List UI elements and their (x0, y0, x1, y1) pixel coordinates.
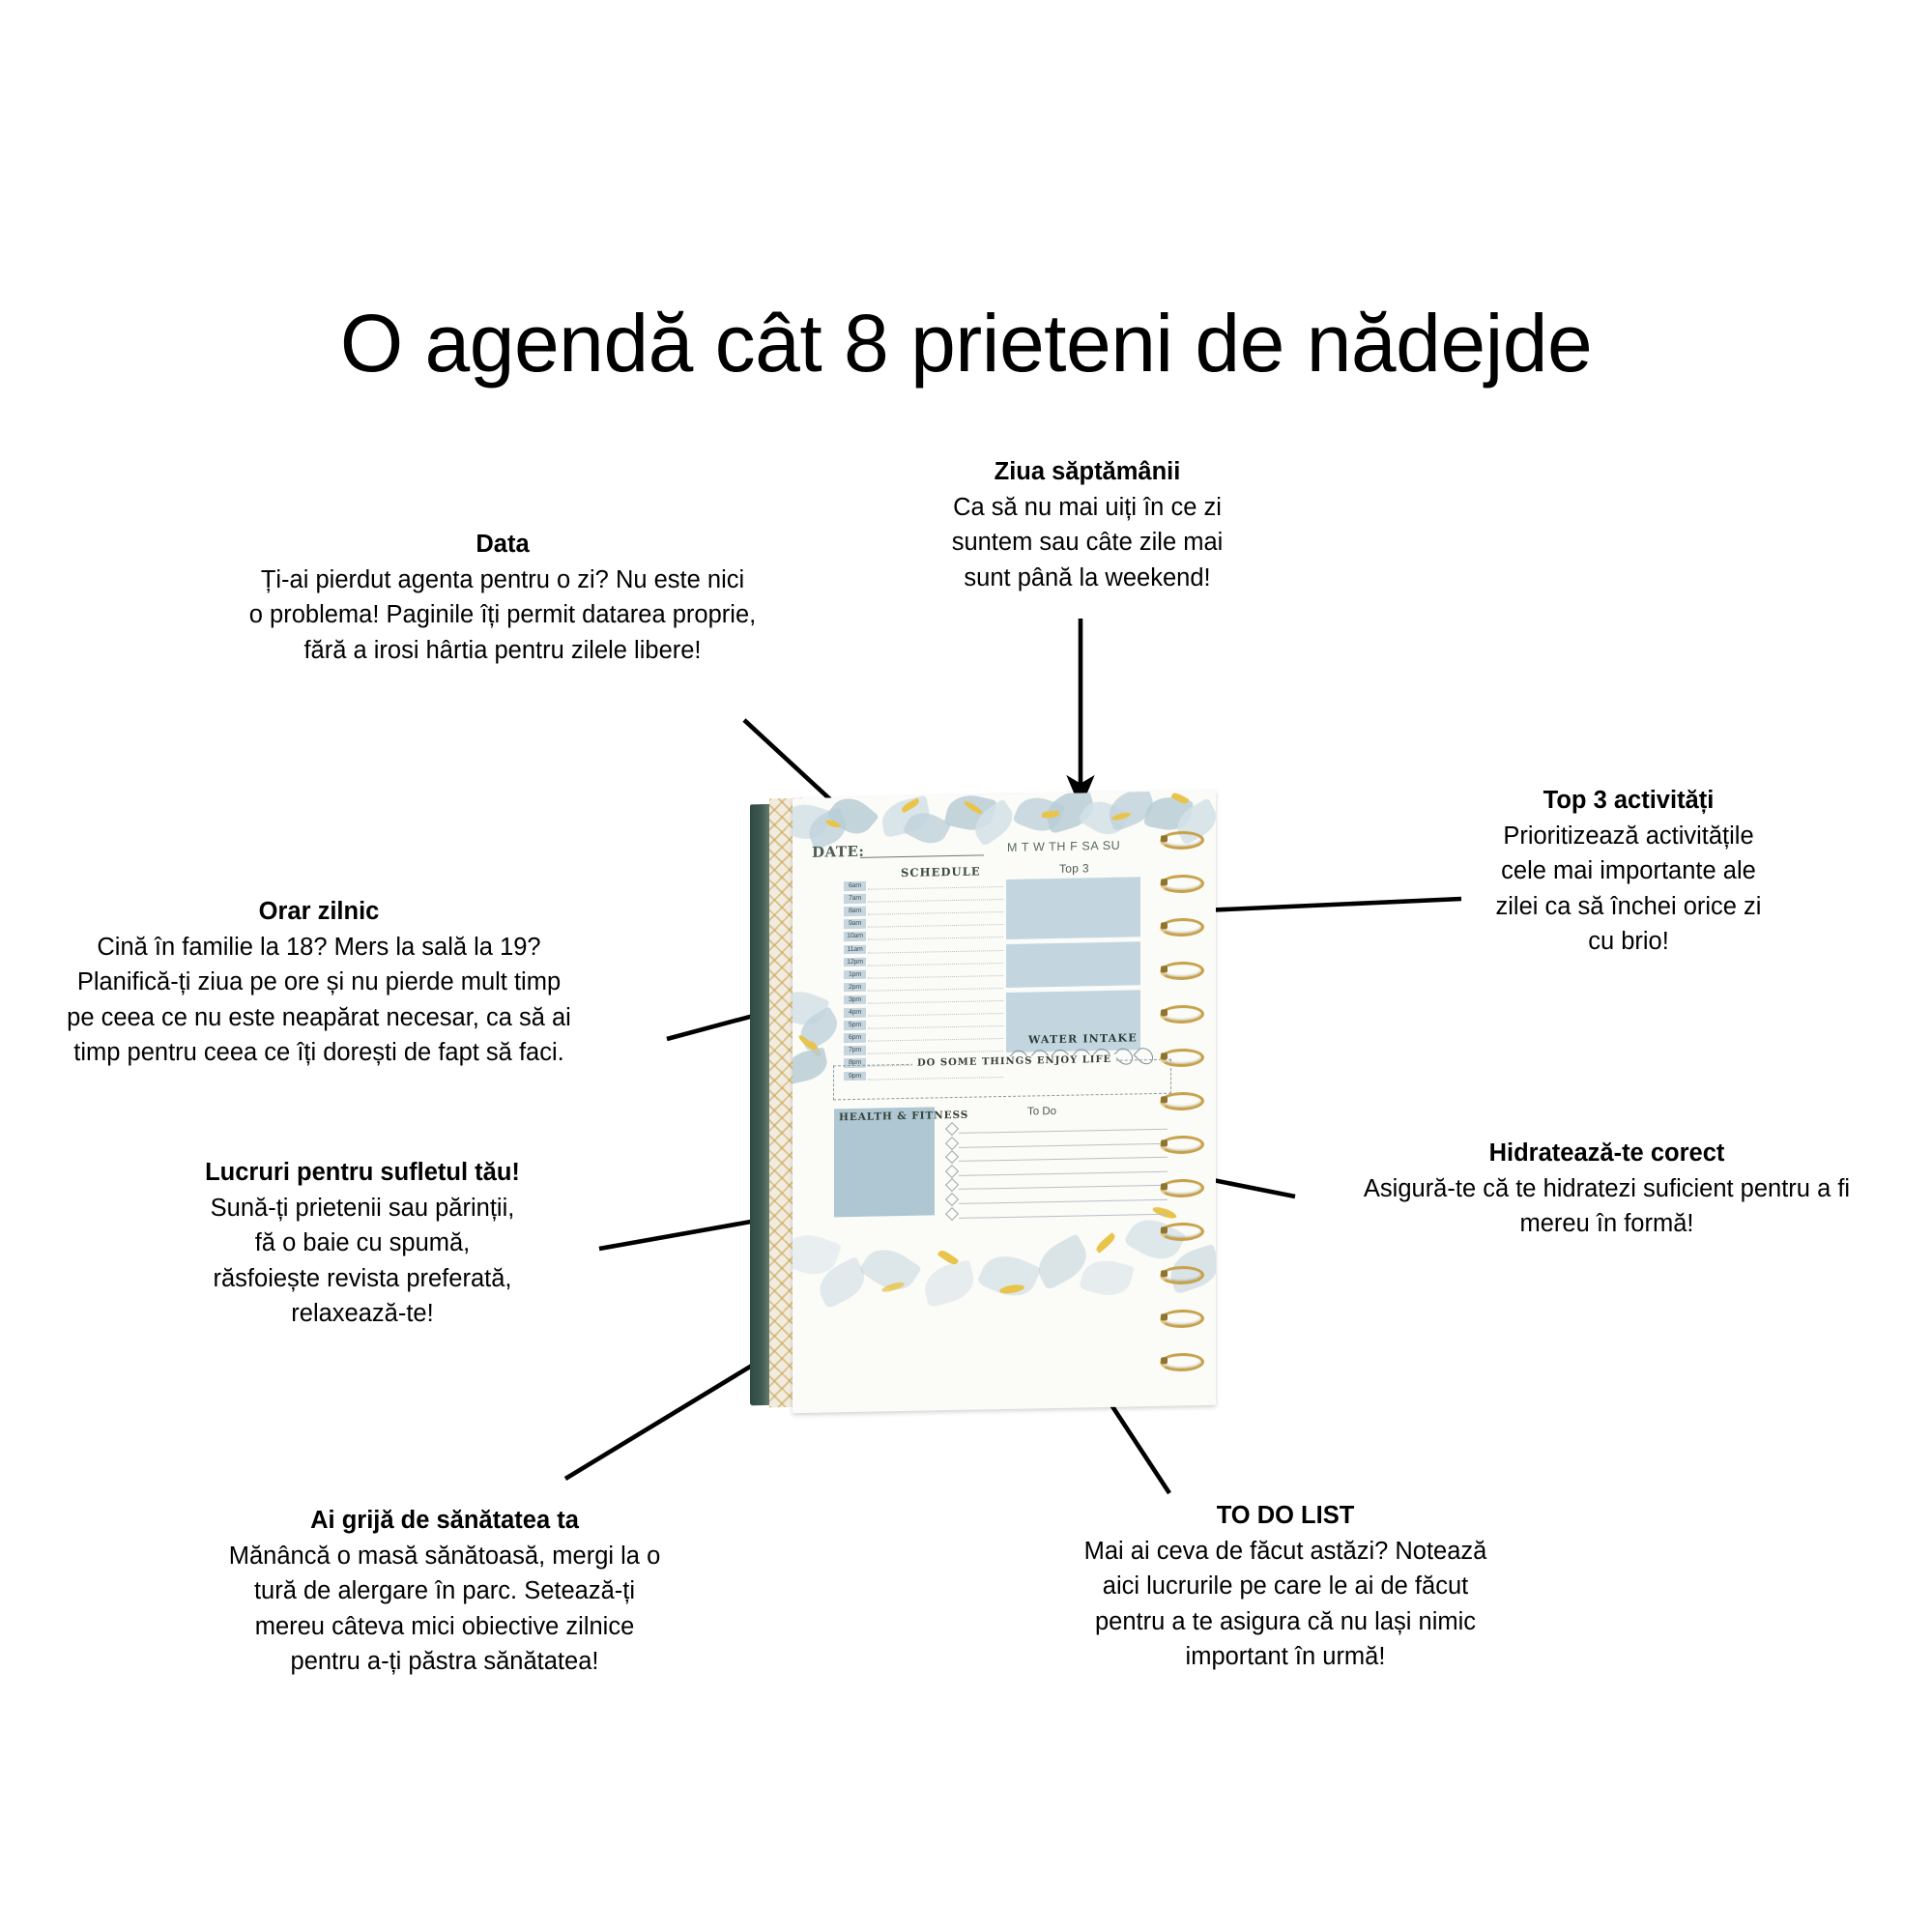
annotation-todo-body: Mai ai ceva de făcut astăzi? Notează aic… (1083, 1538, 1487, 1670)
todo-checkbox-4[interactable] (944, 1164, 960, 1178)
schedule-write-line[interactable] (868, 999, 1003, 1004)
annotation-orar-zilnic: Orar zilnic Cină în familie la 18? Mers … (0, 894, 638, 1070)
todo-checkbox-6[interactable] (944, 1192, 960, 1207)
schedule-slot-list: 6am 7am 8am 9am 10am 11am 12pm 1pm 2pm 3pm 4pm 5pm 6… (793, 791, 1216, 1081)
annotation-suflet: Lucruri pentru sufletul tău! Sună-ți pri… (130, 1155, 594, 1331)
annotation-hidrateaza-title: Hidratează-te corect (1488, 1139, 1725, 1167)
annotation-todo-list: TO DO LIST Mai ai ceva de făcut astăzi? … (1010, 1498, 1561, 1674)
schedule-slot-6am[interactable]: 6am (844, 880, 866, 891)
annotation-data: Data Ți-ai pierdut agenta pentru o zi? N… (203, 527, 802, 668)
todo-checkbox-7[interactable] (944, 1206, 960, 1221)
schedule-section-label: SCHEDULE (901, 864, 981, 880)
schedule-write-line[interactable] (868, 924, 1003, 929)
todo-section-label: To Do (1027, 1105, 1057, 1118)
schedule-slot-7am[interactable]: 7am (844, 893, 866, 904)
schedule-write-line[interactable] (868, 1013, 1003, 1017)
schedule-write-line[interactable] (868, 886, 1003, 890)
todo-checkbox-1[interactable] (944, 1121, 960, 1137)
water-drop-list (793, 791, 1216, 1071)
annotation-top3-body: Prioritizează activitățile cele mai impo… (1495, 822, 1762, 955)
top3-section-label: Top 3 (1059, 861, 1089, 876)
top3-box-list (793, 791, 1216, 1053)
schedule-slot-7pm[interactable]: 7pm (844, 1046, 866, 1055)
schedule-write-line[interactable] (868, 949, 1003, 954)
schedule-write-line[interactable] (868, 962, 1003, 966)
todo-write-line-3[interactable] (959, 1156, 1168, 1163)
schedule-write-line[interactable] (868, 1051, 1003, 1055)
top3-box-2[interactable] (1006, 941, 1140, 988)
todo-write-line-2[interactable] (959, 1142, 1168, 1148)
top3-box-1[interactable] (1006, 877, 1140, 939)
schedule-write-line[interactable] (868, 911, 1003, 915)
annotation-todo-title: TO DO LIST (1216, 1502, 1355, 1529)
schedule-slot-2pm[interactable]: 2pm (844, 982, 866, 993)
todo-write-line-7[interactable] (959, 1213, 1168, 1219)
annotation-orar-title: Orar zilnic (258, 898, 380, 925)
annotation-suflet-title: Lucruri pentru sufletul tău! (205, 1159, 520, 1186)
annotation-sanatate-title: Ai grijă de sănătatea ta (310, 1507, 579, 1534)
schedule-slot-11am[interactable]: 11am (844, 944, 866, 955)
annotation-sanatate: Ai grijă de sănătatea ta Mănâncă o masă … (159, 1503, 730, 1679)
schedule-slot-6pm[interactable]: 6pm (844, 1032, 866, 1043)
schedule-write-line[interactable] (868, 899, 1003, 903)
schedule-slot-12pm[interactable]: 12pm (844, 957, 866, 967)
annotation-ziua-saptamanii: Ziua săptămânii Ca să nu mai uiți în ce … (933, 454, 1242, 595)
schedule-slot-1pm[interactable]: 1pm (844, 969, 866, 980)
annotation-hidrateaza: Hidratează-te corect Asigură-te că te hi… (1285, 1136, 1928, 1242)
health-fitness-label: HEALTH & FITNESS (839, 1109, 969, 1124)
todo-row-list (793, 791, 1216, 1221)
schedule-slot-10am[interactable]: 10am (844, 932, 866, 942)
weekday-selector[interactable]: M T W TH F SA SU (1007, 838, 1121, 854)
annotation-ziua-body: Ca să nu mai uiți în ce zi suntem sau câ… (951, 494, 1224, 591)
annotation-suflet-body: Sună-ți prietenii sau părinții, fă o bai… (210, 1195, 515, 1327)
todo-write-line-5[interactable] (959, 1185, 1168, 1191)
todo-checkbox-2[interactable] (944, 1136, 960, 1150)
todo-write-line-4[interactable] (959, 1170, 1168, 1176)
todo-checkbox-5[interactable] (944, 1178, 960, 1193)
schedule-write-line[interactable] (868, 974, 1003, 979)
page-title: O agendă cât 8 prieteni de nădejde (339, 298, 1593, 389)
planner-page-sheet: DATE: M T W TH F SA SU SCHEDULE Top 3 6a… (793, 790, 1216, 1414)
annotation-orar-body: Cină în familie la 18? Mers la sală la 1… (67, 934, 571, 1066)
annotation-hidrateaza-body: Asigură-te că te hidratezi suficient pen… (1363, 1175, 1851, 1238)
schedule-slot-9am[interactable]: 9am (844, 919, 866, 929)
annotation-sanatate-body: Mănâncă o masă sănătoasă, mergi la o tur… (228, 1543, 661, 1675)
todo-write-line-1[interactable] (959, 1128, 1168, 1134)
planner-photo: DATE: M T W TH F SA SU SCHEDULE Top 3 6a… (744, 773, 1237, 1421)
annotation-data-title: Data (476, 531, 530, 558)
annotation-data-body: Ți-ai pierdut agenta pentru o zi? Nu est… (248, 566, 757, 664)
annotation-top3: Top 3 activități Prioritizează activităț… (1459, 783, 1798, 959)
schedule-slot-4pm[interactable]: 4pm (844, 1007, 866, 1018)
date-field-rule[interactable] (860, 854, 984, 858)
water-intake-label: WATER INTAKE (1028, 1031, 1138, 1047)
schedule-slot-8am[interactable]: 8am (844, 906, 866, 916)
schedule-write-line[interactable] (868, 1038, 1003, 1042)
schedule-write-line[interactable] (868, 937, 1003, 941)
schedule-slot-5pm[interactable]: 5pm (844, 1020, 866, 1030)
health-fitness-box[interactable] (834, 1107, 935, 1218)
date-field-label: DATE: (812, 842, 865, 861)
schedule-slot-3pm[interactable]: 3pm (844, 995, 866, 1005)
annotation-ziua-title: Ziua săptămânii (994, 458, 1181, 485)
todo-checkbox-3[interactable] (944, 1150, 960, 1165)
schedule-write-line[interactable] (868, 987, 1003, 992)
annotation-top3-title: Top 3 activități (1543, 787, 1715, 814)
todo-write-line-6[interactable] (959, 1198, 1168, 1204)
schedule-write-line[interactable] (868, 1025, 1003, 1029)
